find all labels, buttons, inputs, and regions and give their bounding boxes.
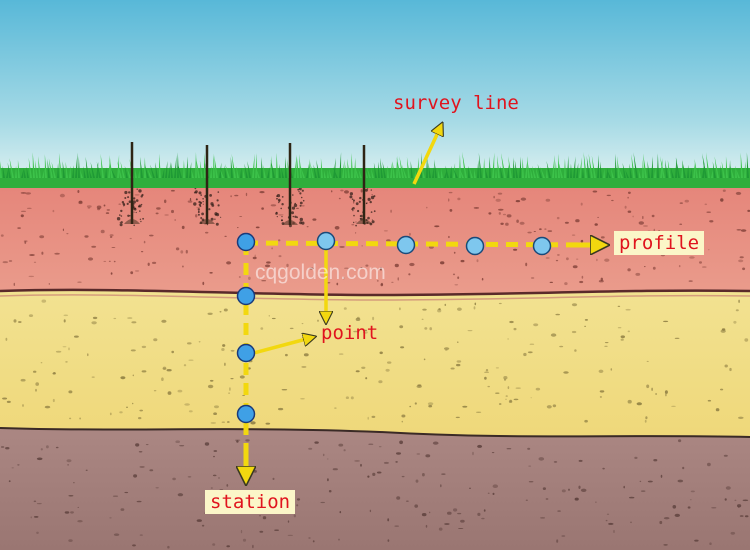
station-points: [236, 232, 256, 424]
topsoil-layer: [0, 183, 750, 296]
profile-point: [465, 236, 485, 256]
electrode-stake-icon: [282, 143, 298, 225]
station-label: station: [205, 490, 296, 514]
point-pointer-arrow-diagonal: [249, 338, 310, 356]
grass-strip: [0, 152, 750, 188]
electrode-stake-icon: [356, 145, 372, 224]
sky: [0, 0, 750, 190]
station-point: [236, 286, 256, 306]
profile-point: [316, 231, 336, 251]
clay-layer: [0, 428, 750, 550]
station-point: [236, 404, 256, 424]
electrode-stakes: [124, 142, 372, 225]
electrode-stake-icon: [124, 142, 140, 224]
profile-label: profile: [614, 231, 705, 255]
survey-line-label: survey line: [393, 92, 519, 114]
profile-point: [396, 235, 416, 255]
profile-points: [316, 231, 552, 256]
watermark: cqgolden.com: [255, 261, 386, 284]
sand-layer: [0, 290, 750, 437]
electrode-stake-icon: [199, 145, 215, 224]
boundary-line-upper-shadow: [0, 294, 750, 301]
boundary-line-lower: [0, 427, 750, 438]
survey-line-pointer-arrow: [412, 128, 440, 185]
boundary-line-upper: [0, 288, 750, 297]
station-point: [236, 343, 256, 363]
point-label: point: [321, 322, 379, 344]
station-point: [236, 232, 256, 252]
profile-point: [532, 236, 552, 256]
